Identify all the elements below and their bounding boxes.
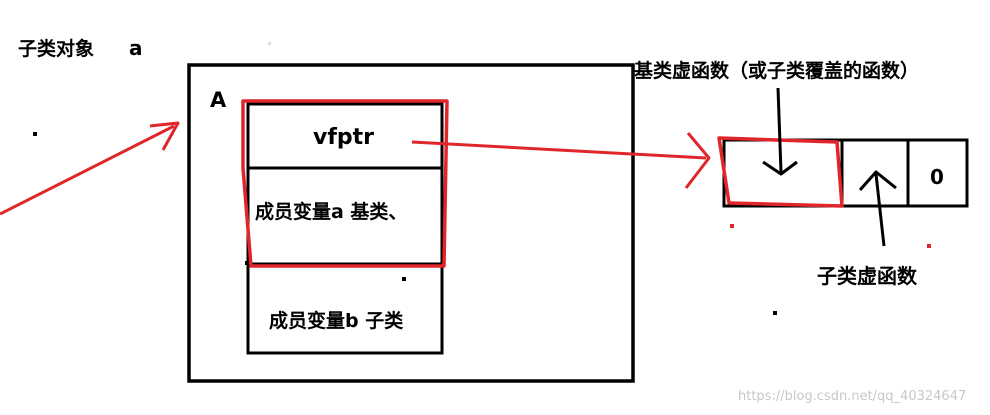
derived-vfunc-arrowhead — [858, 170, 897, 191]
stray-dot — [268, 42, 271, 45]
base-vfunc-label: 基类虚函数（或子类覆盖的函数） — [634, 60, 920, 82]
vfptr-arrowhead — [684, 132, 711, 189]
member-a-label: 成员变量a 基类、 — [255, 201, 408, 223]
vtable-terminator-label: 0 — [930, 165, 944, 189]
member-b-label: 成员变量b 子类 — [269, 310, 404, 332]
object-a-box — [187, 63, 635, 383]
object-pointer-arrow — [0, 124, 175, 216]
vfptr-label: vfptr — [313, 125, 375, 150]
stray-dot — [245, 261, 249, 265]
stray-dot — [402, 277, 406, 281]
stray-dot-red — [927, 244, 931, 248]
class-label: A — [210, 88, 227, 112]
member-b-cell — [246, 262, 444, 355]
object-pointer-arrowhead — [149, 121, 180, 151]
base-vfunc-arrowhead — [762, 160, 798, 176]
vtable-slot-1-highlight — [717, 136, 844, 208]
stray-dot-red — [730, 224, 734, 228]
base-vfunc-arrow — [776, 87, 783, 173]
derived-vfunc-label: 子类虚函数 — [817, 264, 917, 288]
stray-dot — [773, 311, 777, 315]
vfptr-arrow — [411, 140, 707, 160]
base-part-outline — [241, 99, 449, 268]
object-title: 子类对象 — [18, 38, 95, 60]
stray-dot — [33, 132, 37, 136]
object-var: a — [129, 36, 143, 60]
derived-vfunc-arrow — [874, 173, 886, 247]
watermark: https://blog.csdn.net/qq_40324647 — [738, 389, 967, 404]
vtable-terminator-slot — [906, 138, 969, 208]
